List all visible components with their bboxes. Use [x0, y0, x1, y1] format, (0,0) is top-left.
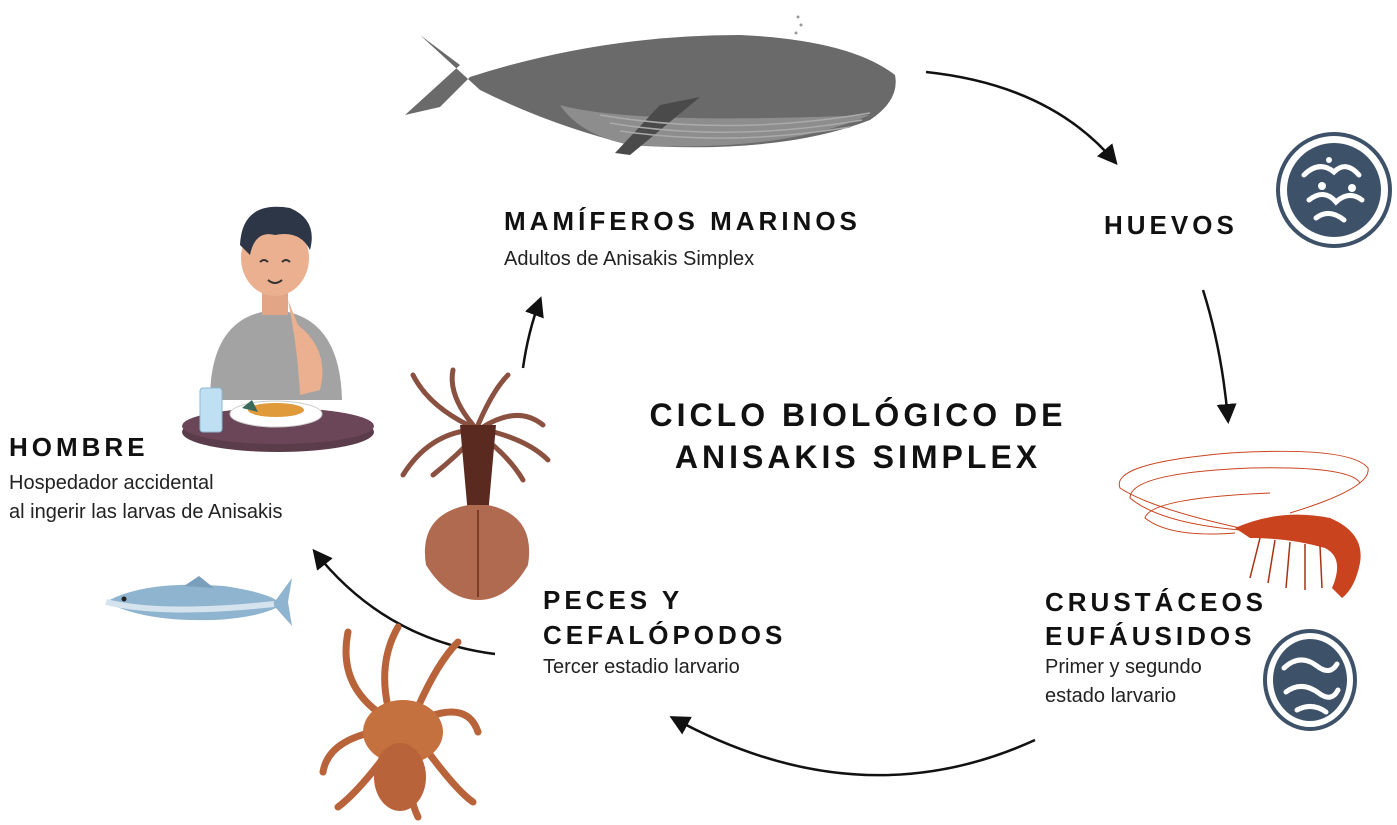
crustaceans-subtitle-line2: estado larvario	[1045, 685, 1177, 707]
center-title-line1: CICLO BIOLÓGICO DE	[649, 397, 1067, 433]
octopus-illustration	[319, 623, 482, 821]
arrow-crustaceans-to-fish	[669, 716, 1036, 777]
arrow-eggs-to-crustaceans	[1201, 289, 1237, 424]
human-subtitle-line2: al ingerir las larvas de Anisakis	[9, 501, 283, 523]
fish-title-line2: CEFALÓPODOS	[543, 620, 787, 650]
human-subtitle-line1: Hospedador accidental	[9, 472, 214, 494]
squid-illustration	[400, 367, 551, 600]
fish-subtitle: Tercer estadio larvario	[543, 656, 740, 678]
arrow-whale-to-eggs	[925, 70, 1118, 166]
egg-larva-icon	[1276, 132, 1392, 248]
crustaceans-title-line1: CRUSTÁCEOS	[1045, 587, 1268, 617]
larva-icon	[1263, 629, 1357, 731]
crustaceans-title-line2: EUFÁUSIDOS	[1045, 621, 1256, 651]
shrimp-illustration	[1118, 450, 1369, 598]
man-eating-illustration	[182, 206, 374, 452]
salmon-illustration	[105, 576, 292, 626]
mammals-subtitle: Adultos de Anisakis Simplex	[504, 248, 755, 270]
center-title-line2: ANISAKIS SIMPLEX	[674, 439, 1042, 475]
whale-illustration	[405, 15, 896, 155]
arrow-fish-to-human	[312, 548, 496, 656]
human-title: HOMBRE	[9, 432, 149, 462]
eggs-title: HUEVOS	[1104, 210, 1238, 240]
arrow-fish-to-mammals	[521, 296, 544, 369]
fish-title-line1: PECES Y	[543, 585, 684, 615]
mammals-title: MAMÍFEROS MARINOS	[504, 206, 861, 236]
crustaceans-subtitle-line1: Primer y segundo	[1045, 656, 1202, 678]
center-title: CICLO BIOLÓGICO DE ANISAKIS SIMPLEX	[628, 394, 1088, 478]
